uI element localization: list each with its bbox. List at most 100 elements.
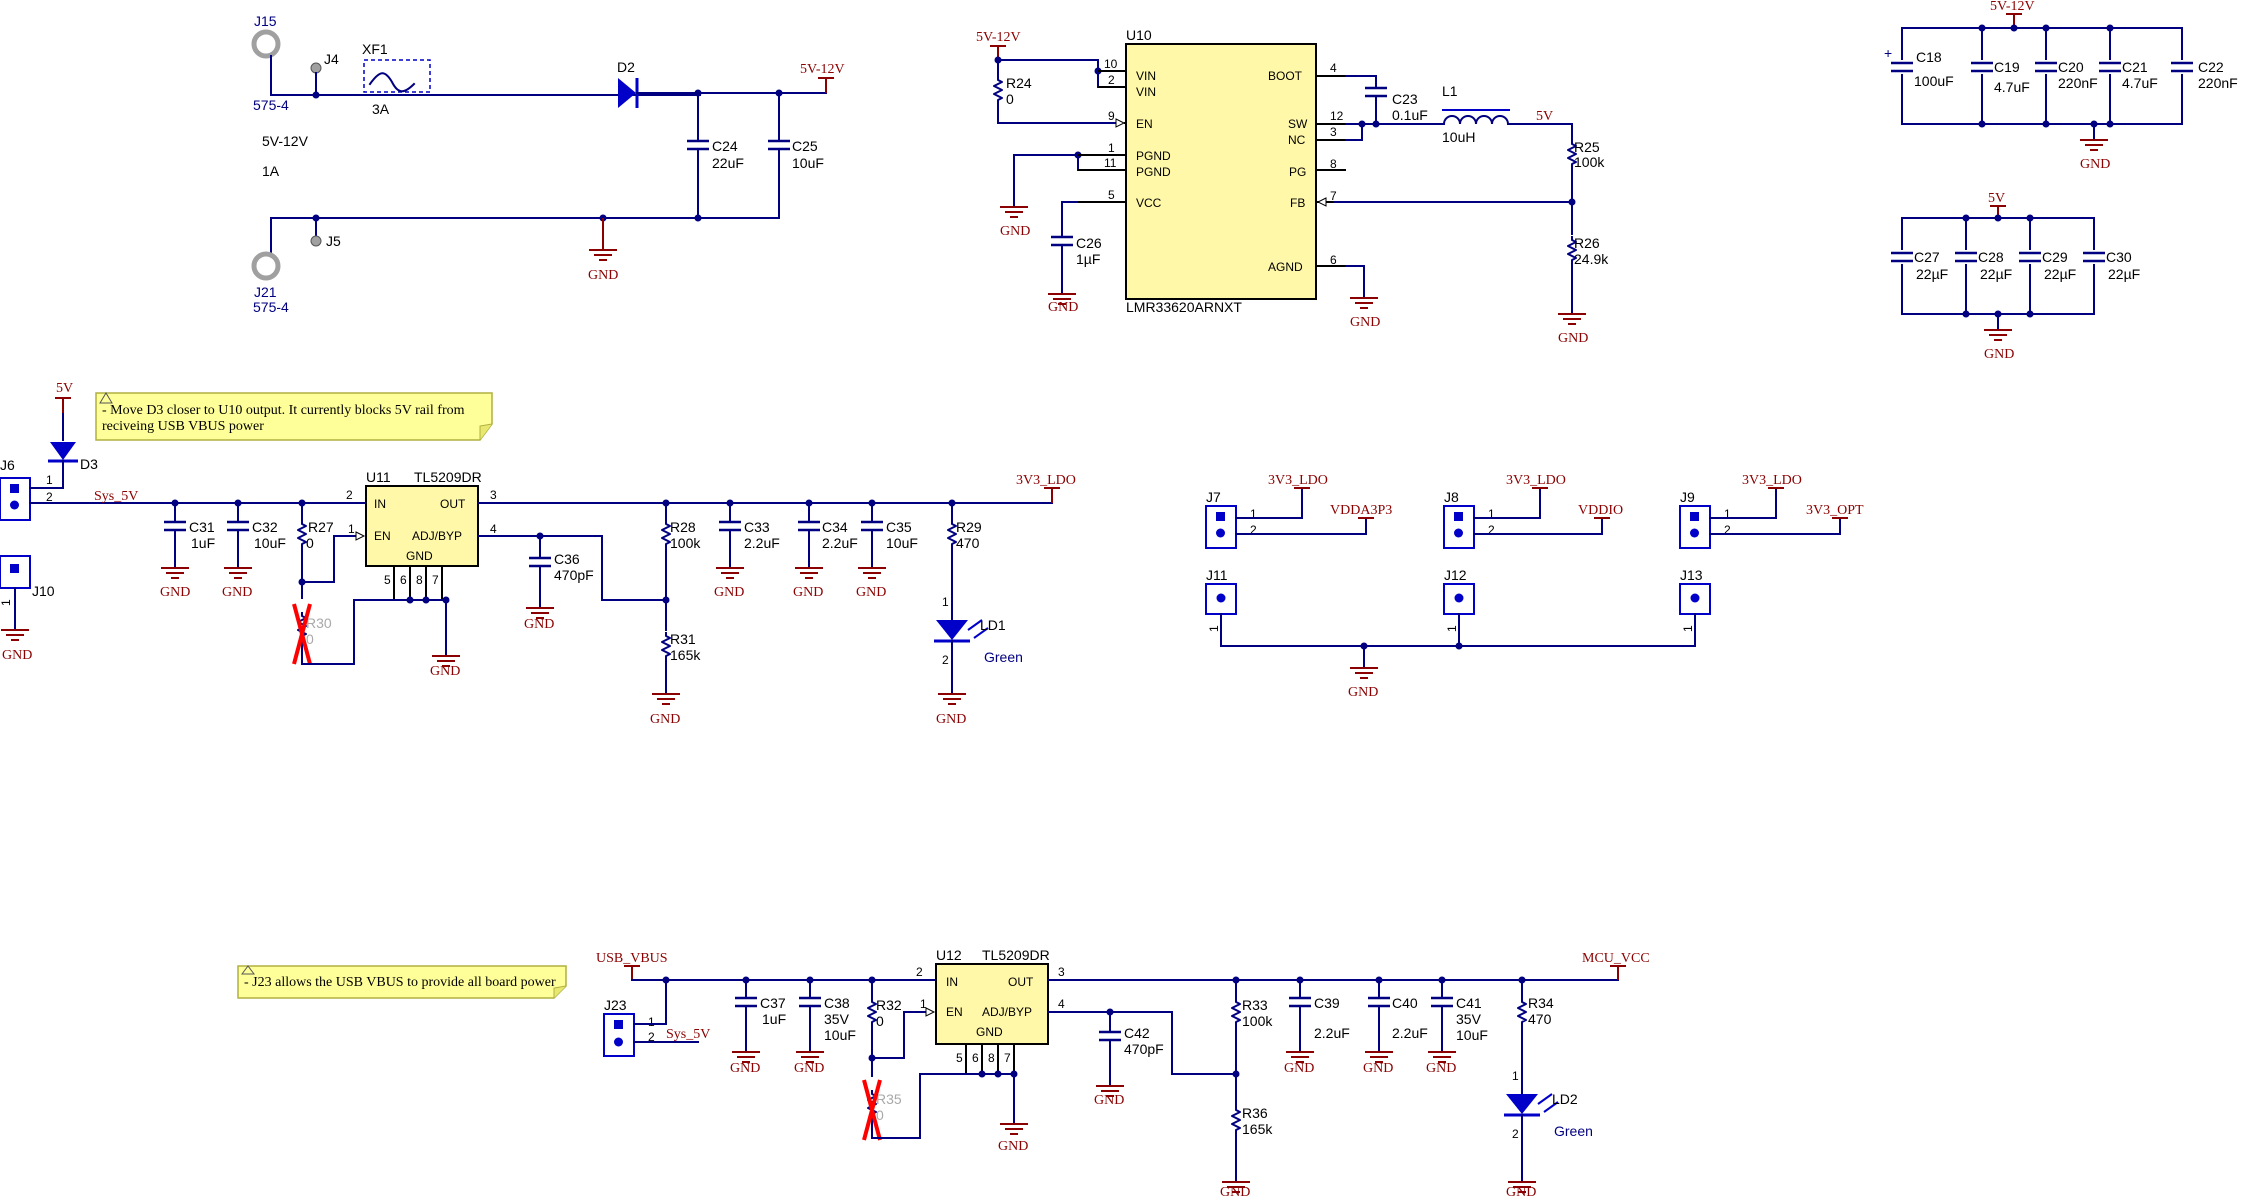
u10-5v12v-port: 5V-12V [976, 30, 1021, 45]
input-current-label: 1A [262, 163, 280, 179]
ldo1-note-line2: reciveing USB VBUS power [102, 419, 264, 434]
j8-ref: J8 [1444, 489, 1459, 505]
c26-value: 1µF [1076, 251, 1100, 267]
ldo1-5v-port: 5V [56, 381, 73, 396]
u11-pin-gnd: GND [406, 549, 433, 563]
r26-value: 24.9k [1574, 251, 1609, 267]
ld1-ref: LD1 [980, 617, 1006, 633]
r31-value: 165k [670, 647, 701, 663]
c41-value: 10uF [1456, 1027, 1488, 1043]
pin-pgnd1: PGND [1136, 149, 1171, 163]
c42-value: 470pF [1124, 1041, 1164, 1057]
buck-gnd1: GND [1000, 224, 1030, 239]
c33-gnd: GND [714, 585, 744, 600]
r26-ref: R26 [1574, 235, 1600, 251]
c36-gnd: GND [524, 617, 554, 632]
u11-pinnum-8: 8 [416, 573, 423, 587]
c20-value: 220nF [2058, 75, 2098, 91]
r36-value: 165k [1242, 1121, 1273, 1137]
u12-pin-en: EN [946, 1005, 963, 1019]
pin-en: EN [1136, 117, 1153, 131]
j23-pin1: 1 [648, 1015, 655, 1029]
bulk12-gnd: GND [2080, 157, 2110, 172]
u11-pinnum-6: 6 [400, 573, 407, 587]
c30-ref: C30 [2106, 249, 2132, 265]
l1-ref: L1 [1442, 83, 1458, 99]
j6-pin2: 2 [46, 490, 53, 504]
c31-ref: C31 [189, 519, 215, 535]
bulk-12v-bank: 5V-12V + C18 100uF C19 4.7uF C20 220nF C… [1884, 0, 2238, 172]
r29-ref: R29 [956, 519, 982, 535]
c21-value: 4.7uF [2122, 75, 2158, 91]
j5-testpoint [310, 235, 322, 247]
r34-ref: R34 [1528, 995, 1554, 1011]
d2-diode [618, 78, 636, 108]
warning-triangle-icon [99, 392, 113, 404]
u12-pinnum-2: 2 [916, 965, 923, 979]
u12-pin-adj: ADJ/BYP [982, 1005, 1032, 1019]
input-section: J15 575-4 J4 XF1 3A 5V-12V 1A D2 5V-12V … [251, 13, 845, 315]
c34-value: 2.2uF [822, 535, 858, 551]
pinnum-10: 10 [1104, 57, 1118, 71]
xf1-value: 3A [372, 101, 390, 117]
c20-ref: C20 [2058, 59, 2084, 75]
r25-value: 100k [1574, 154, 1605, 170]
bulk12-port: 5V-12V [1990, 0, 2035, 14]
r27-ref: R27 [308, 519, 334, 535]
u11-ref: U11 [366, 469, 391, 485]
u11-part: TL5209DR [414, 469, 482, 485]
u11-pin-in: IN [374, 497, 386, 511]
r36-gnd: GND [1220, 1185, 1250, 1198]
buck-gnd4: GND [1350, 315, 1380, 330]
bulk5-gnd: GND [1984, 347, 2014, 362]
pin-fb: FB [1290, 196, 1305, 210]
pin-vcc: VCC [1136, 196, 1162, 210]
j9-ref: J9 [1680, 489, 1695, 505]
pin-nc: NC [1288, 133, 1306, 147]
ld2-led [1506, 1094, 1538, 1114]
ldo1-3v3-port: 3V3_LDO [1016, 473, 1076, 488]
pinnum-4: 4 [1330, 61, 1337, 75]
j12-pin1: 1 [1445, 625, 1459, 632]
pin-sw: SW [1288, 117, 1308, 131]
u11-pin-adj: ADJ/BYP [412, 529, 462, 543]
ldo1-sys5v: Sys_5V [94, 489, 138, 504]
pin-agnd: AGND [1268, 260, 1303, 274]
ldo1-note-line1: - Move D3 closer to U10 output. It curre… [102, 403, 465, 418]
c38-gnd: GND [794, 1061, 824, 1076]
j4-testpoint [310, 62, 322, 74]
c25-ref: C25 [792, 138, 818, 154]
c29-ref: C29 [2042, 249, 2068, 265]
u12-pinnum-6: 6 [972, 1051, 979, 1065]
pin-pgnd2: PGND [1136, 165, 1171, 179]
c31-value: 1uF [191, 535, 215, 551]
pinnum-12: 12 [1330, 109, 1344, 123]
c39-gnd: GND [1284, 1061, 1314, 1076]
ld1-pin2: 2 [942, 653, 949, 667]
c29-value: 22µF [2044, 266, 2076, 282]
u12-pinnum-3: 3 [1058, 965, 1065, 979]
ldo2-note-text: - J23 allows the USB VBUS to provide all… [244, 975, 556, 990]
j9-3v3opt: 3V3_OPT [1806, 503, 1864, 518]
pinnum-11: 11 [1104, 156, 1117, 170]
svg-text:+: + [1884, 45, 1892, 61]
j6-pin1: 1 [46, 473, 53, 487]
ld1-color: Green [984, 649, 1023, 665]
c18-ref: C18 [1916, 49, 1942, 65]
c39-value: 2.2uF [1314, 1025, 1350, 1041]
c18-value: 100uF [1914, 73, 1954, 89]
j7-ref: J7 [1206, 489, 1221, 505]
c21-ref: C21 [2122, 59, 2148, 75]
d3-diode [50, 442, 76, 460]
c33-value: 2.2uF [744, 535, 780, 551]
j23-pin2: 2 [648, 1030, 655, 1044]
j11-pin1: 1 [1207, 625, 1221, 632]
j6-ref: J6 [0, 457, 15, 473]
c42-gnd: GND [1094, 1093, 1124, 1108]
u12-ic [935, 963, 1049, 1045]
j5-ref: J5 [326, 233, 341, 249]
ldo2-section: - J23 allows the USB VBUS to provide all… [237, 947, 1650, 1198]
j8-pin2: 2 [1488, 523, 1495, 537]
c36-value: 470pF [554, 567, 594, 583]
